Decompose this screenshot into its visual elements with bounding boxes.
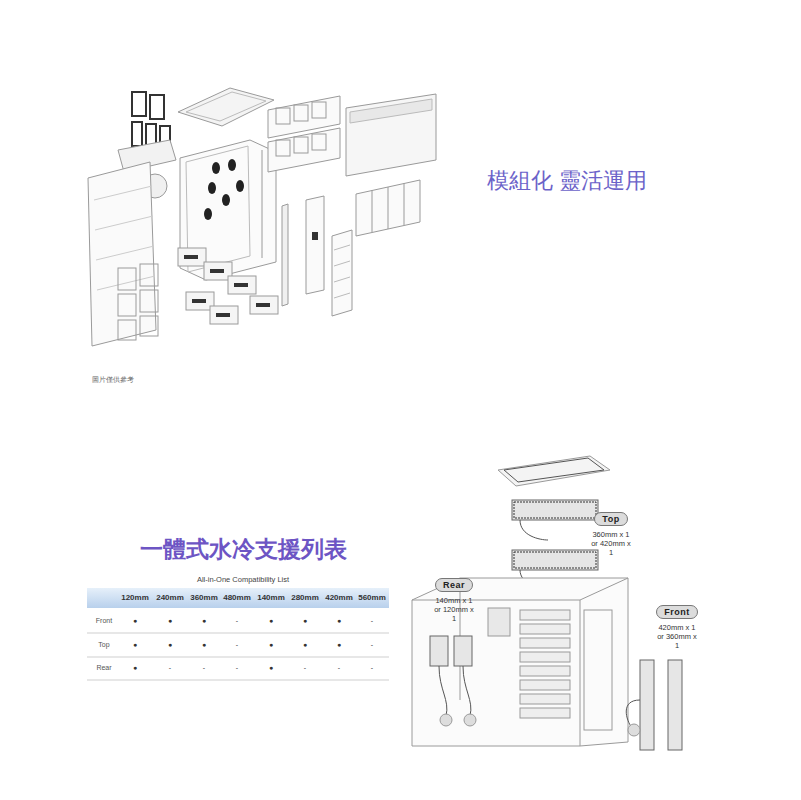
callout-label: Top 360mm x 1 or 420mm x 1: [590, 512, 632, 557]
column-header: 120mm: [121, 593, 149, 602]
table-cell: ●: [133, 641, 137, 649]
table-cell: -: [203, 664, 205, 672]
callout-label: Front 420mm x 1 or 360mm x 1: [656, 605, 698, 650]
size-note: 360mm x 1 or 420mm x 1: [590, 530, 632, 557]
table-cell: -: [236, 641, 238, 649]
table-cell: -: [304, 664, 306, 672]
table-cell: ●: [303, 617, 307, 625]
table-cell: -: [236, 664, 238, 672]
row-header: Rear: [96, 664, 111, 672]
table-cell: ●: [337, 617, 341, 625]
column-header: 240mm: [156, 593, 184, 602]
column-header: 140mm: [257, 593, 285, 602]
table-cell: -: [371, 664, 373, 672]
size-note: 140mm x 1 or 120mm x 1: [433, 596, 475, 623]
table-cell: ●: [168, 617, 172, 625]
table-cell: ●: [269, 664, 273, 672]
table-cell: ●: [303, 641, 307, 649]
table-title: 一體式水冷支援列表: [140, 536, 347, 562]
row-header: Top: [98, 641, 109, 649]
table-cell: ●: [133, 617, 137, 625]
table-cell: ●: [202, 641, 206, 649]
column-header: 560mm: [358, 593, 386, 602]
table-cell: -: [371, 617, 373, 625]
position-pill: Top: [594, 512, 627, 526]
table-cell: ●: [202, 617, 206, 625]
size-note: 420mm x 1 or 360mm x 1: [656, 623, 698, 650]
table-cell: -: [236, 617, 238, 625]
watermark: 圖片僅供參考: [92, 376, 134, 384]
column-header: 280mm: [291, 593, 319, 602]
table-cell: -: [371, 641, 373, 649]
column-header: 480mm: [223, 593, 251, 602]
table-cell: ●: [269, 617, 273, 625]
column-header: 420mm: [325, 593, 353, 602]
callout-label: Rear 140mm x 1 or 120mm x 1: [433, 578, 475, 623]
table-cell: ●: [168, 641, 172, 649]
position-pill: Rear: [435, 578, 473, 592]
table-caption: All-in-One Compatibility List: [197, 576, 289, 585]
table-cell: ●: [269, 641, 273, 649]
table-cell: -: [169, 664, 171, 672]
column-header: 360mm: [190, 593, 218, 602]
row-header: Front: [96, 617, 112, 625]
table-cell: ●: [337, 641, 341, 649]
table-cell: -: [338, 664, 340, 672]
position-pill: Front: [656, 605, 698, 619]
table-cell: ●: [133, 664, 137, 672]
section-heading: 模組化 靈活運用: [487, 168, 647, 193]
